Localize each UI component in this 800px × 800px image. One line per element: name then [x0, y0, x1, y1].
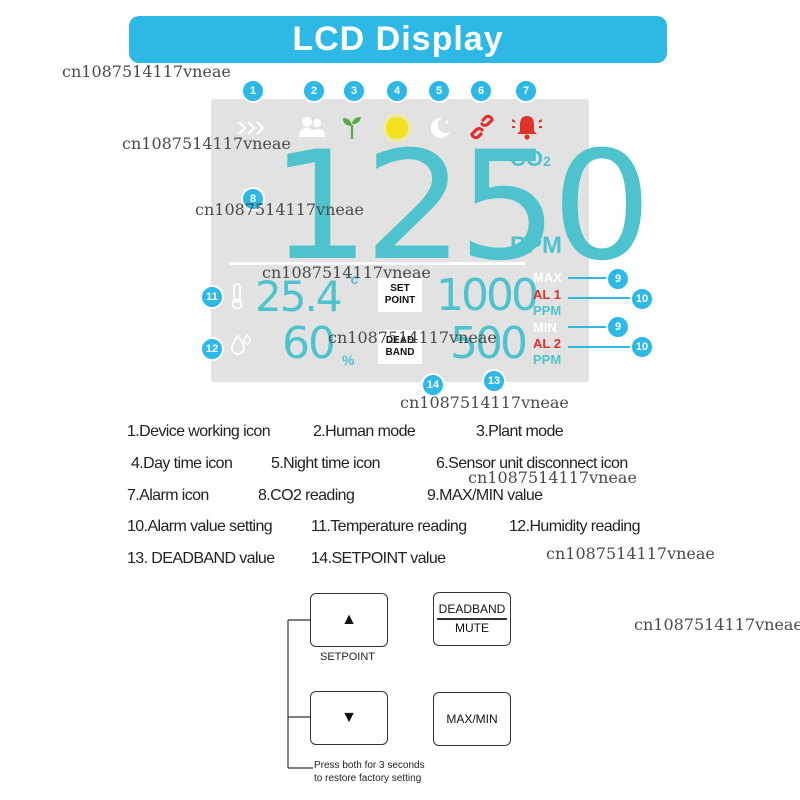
deadband-key-label: DEADBAND [438, 602, 506, 617]
callout-badge: 12 [200, 337, 224, 361]
temperature-reading: 25.4 [255, 272, 343, 321]
watermark: cn1087514117vneae [400, 393, 569, 412]
legend-item: 5.Night time icon [271, 455, 381, 472]
down-button[interactable]: ▼ [310, 691, 388, 745]
callout-badge: 14 [421, 373, 445, 397]
keypad-bracket [287, 619, 313, 769]
callout-badge: 4 [385, 79, 409, 103]
callout-badge: 13 [482, 369, 506, 393]
max-label: MAX [533, 270, 562, 285]
callout-badge: 2 [302, 79, 326, 103]
human-icon [299, 117, 325, 137]
page-title: LCD Display [129, 16, 667, 63]
legend-item: 14.SETPOINT value [311, 550, 446, 567]
al2-label: AL 2 [533, 336, 561, 351]
setpoint-caption: SETPOINT [320, 651, 376, 663]
watermark: cn1087514117vneae [62, 62, 231, 81]
co2-label: CO2 [510, 146, 551, 171]
max-min-button[interactable]: MAX/MIN [433, 692, 511, 746]
sun-icon [383, 114, 411, 142]
callout-badge: 11 [200, 285, 224, 309]
watermark: cn1087514117vneae [468, 468, 637, 487]
legend-item: 6.Sensor unit disconnect icon [436, 455, 628, 472]
factory-reset-note-line1: Press both for 3 seconds [314, 760, 425, 771]
watermark: cn1087514117vneae [262, 263, 431, 282]
mute-key-label: MUTE [455, 620, 489, 635]
moon-icon [430, 117, 450, 138]
humidity-icon [231, 333, 251, 355]
callout-badge: 8 [241, 187, 265, 211]
callout-badge: 1 [241, 79, 265, 103]
callout-line [568, 277, 608, 279]
max-value-reading: 1000 [436, 270, 539, 321]
al1-label: AL 1 [533, 287, 561, 302]
lcd-divider [229, 262, 525, 265]
legend-item: 9.MAX/MIN value [427, 487, 543, 504]
watermark: cn1087514117vneae [122, 134, 291, 153]
legend-item: 13. DEADBAND value [127, 550, 275, 567]
legend-item: 7.Alarm icon [127, 487, 209, 504]
callout-badge: 3 [342, 79, 366, 103]
watermark: cn1087514117vneae [546, 544, 715, 563]
callout-badge: 9 [606, 315, 630, 339]
callout-badge: 10 [630, 335, 654, 359]
humidity-unit: % [342, 352, 355, 368]
device-working-icon [238, 121, 265, 135]
co2-ppm-unit: PPM [510, 232, 563, 259]
alarm-icon [512, 116, 542, 140]
plant-icon [343, 117, 361, 139]
legend-item: 1.Device working icon [127, 423, 271, 440]
callout-badge: 9 [606, 267, 630, 291]
al2-ppm-unit: PPM [533, 352, 562, 367]
callout-line [568, 346, 632, 348]
al1-ppm-unit: PPM [533, 303, 562, 318]
co2-reading: 1250 [270, 120, 652, 294]
min-label: MIN [533, 320, 557, 335]
watermark: cn1087514117vneae [328, 328, 497, 347]
min-value-reading: 500 [450, 318, 528, 369]
legend-item: 11.Temperature reading [311, 518, 467, 535]
arrow-down-icon: ▼ [341, 709, 357, 726]
temperature-unit: °c [345, 271, 359, 287]
legend-item: 3.Plant mode [476, 423, 564, 440]
factory-reset-note-line2: to restore factory setting [314, 773, 422, 784]
callout-badge: 5 [427, 79, 451, 103]
callout-line [568, 297, 632, 299]
up-button[interactable]: ▲ [310, 593, 388, 647]
callout-line [568, 326, 608, 328]
max-min-key-label: MAX/MIN [446, 712, 498, 726]
legend-item: 10.Alarm value setting [127, 518, 273, 535]
disconnect-icon [470, 114, 494, 140]
arrow-up-icon: ▲ [341, 611, 357, 628]
watermark: cn1087514117vneae [634, 615, 800, 634]
callout-badge: 10 [630, 287, 654, 311]
humidity-reading: 60 [282, 318, 336, 369]
legend-item: 2.Human mode [313, 423, 416, 440]
callout-badge: 7 [514, 79, 538, 103]
legend-item: 12.Humidity reading [509, 518, 641, 535]
watermark: cn1087514117vneae [195, 200, 364, 219]
deadband-mute-button[interactable]: DEADBAND MUTE [433, 592, 511, 646]
thermometer-icon [231, 283, 243, 310]
callout-badge: 6 [469, 79, 493, 103]
legend-item: 4.Day time icon [131, 455, 233, 472]
legend-item: 8.CO2 reading [258, 487, 355, 504]
